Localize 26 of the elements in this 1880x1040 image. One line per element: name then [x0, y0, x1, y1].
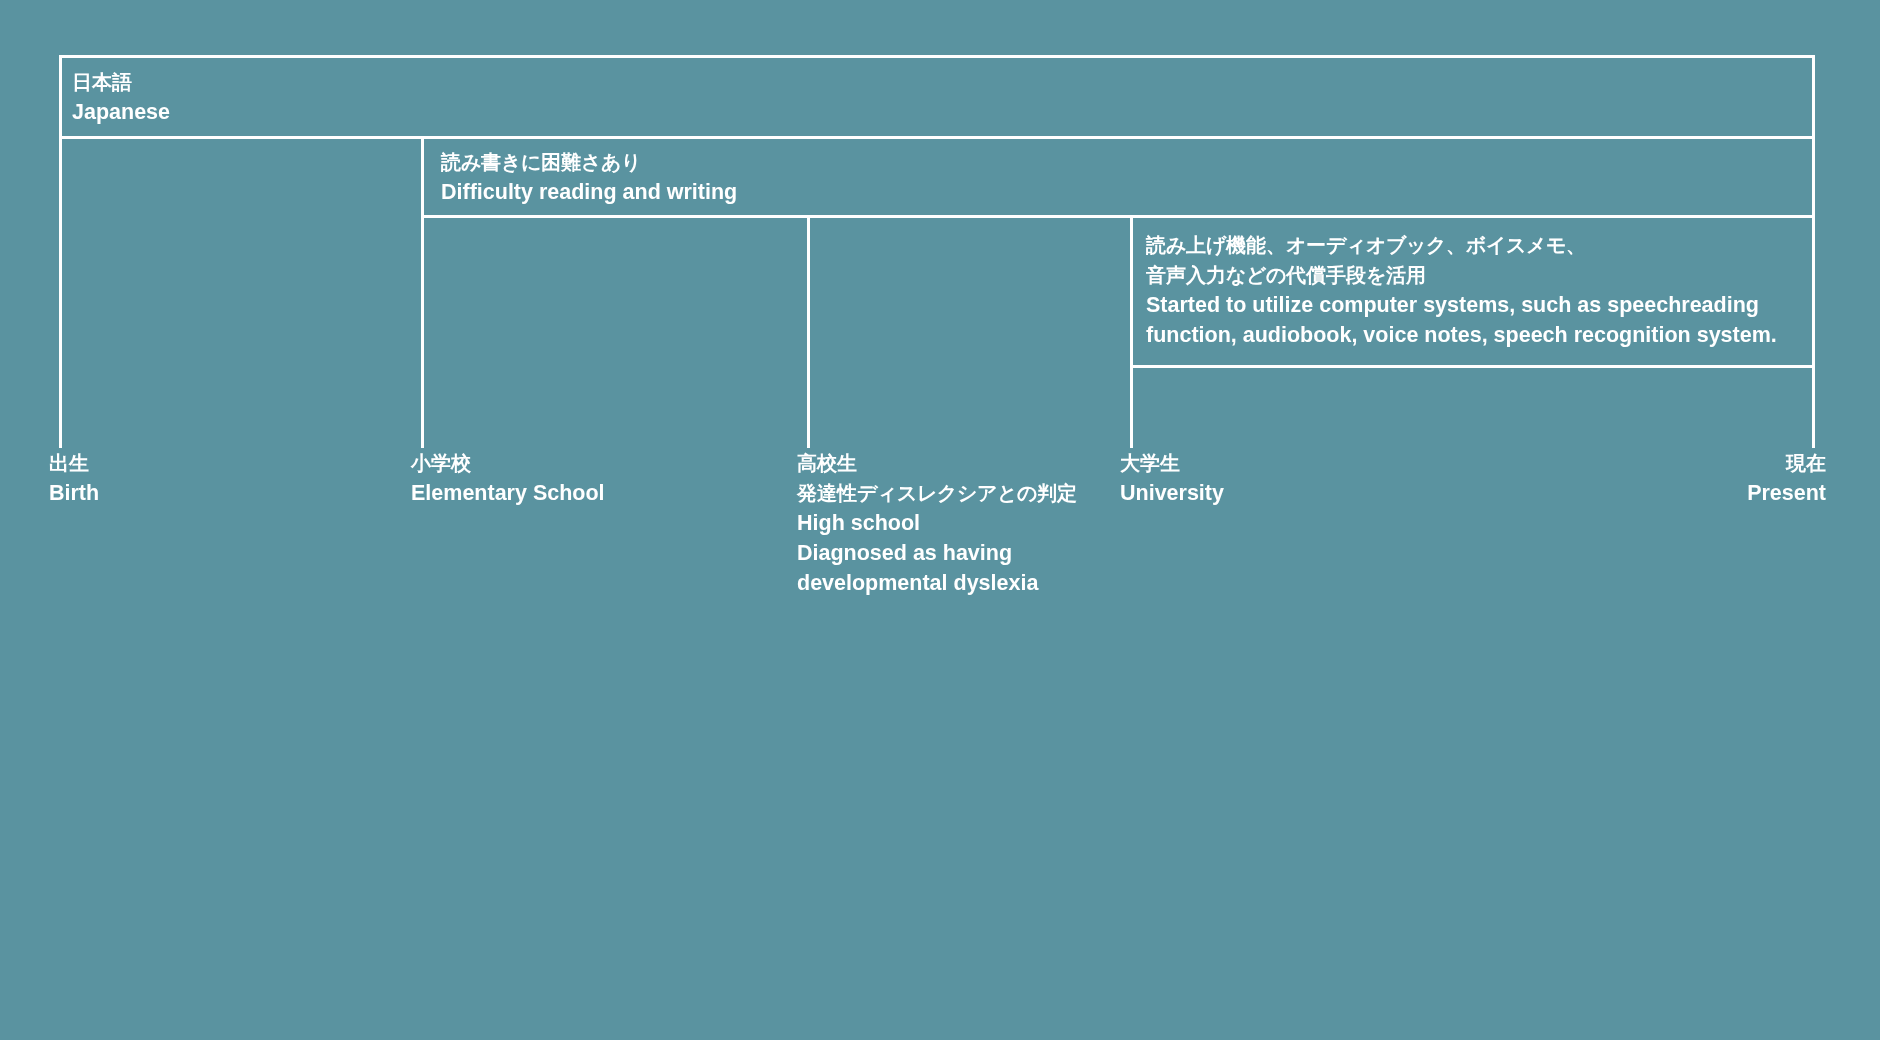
milestone-text: Diagnosed as having developmental dyslexia [797, 540, 1040, 597]
milestone-text: 現在 [1784, 451, 1826, 476]
milestone-text: Elementary School [411, 480, 605, 507]
milestone-text: 出生 [49, 451, 90, 476]
connector-line [1130, 368, 1133, 448]
band-text: Difficulty reading and writing [441, 179, 739, 206]
milestone-text: 大学生 [1120, 451, 1181, 476]
period-band [421, 139, 1815, 218]
connector-line [59, 139, 62, 448]
milestone-text: University [1120, 480, 1224, 507]
period-band [59, 55, 1815, 139]
connector-line [1812, 368, 1815, 448]
milestone-text: 高校生 [797, 451, 858, 476]
milestone-text: Birth [49, 480, 100, 507]
milestone-text: Present [1747, 480, 1826, 507]
milestone-text: 小学校 [411, 451, 472, 476]
milestone-text: High school [797, 510, 922, 537]
connector-line [421, 218, 424, 448]
band-text: Started to utilize computer systems, such as speechreading function, audiobook, voice notes, speech recognition system. [1146, 292, 1778, 349]
connector-line [807, 218, 810, 448]
milestone-text: 発達性ディスレクシアとの判定 [797, 481, 1078, 506]
band-text: Japanese [72, 99, 171, 126]
band-text: 読み書きに困難さあり [441, 150, 642, 175]
period-band [1130, 218, 1815, 368]
band-text: 読み上げ機能、オーディオブック、ボイスメモ、音声入力などの代償手段を活用 [1146, 233, 1586, 288]
band-text: 日本語 [72, 70, 133, 95]
